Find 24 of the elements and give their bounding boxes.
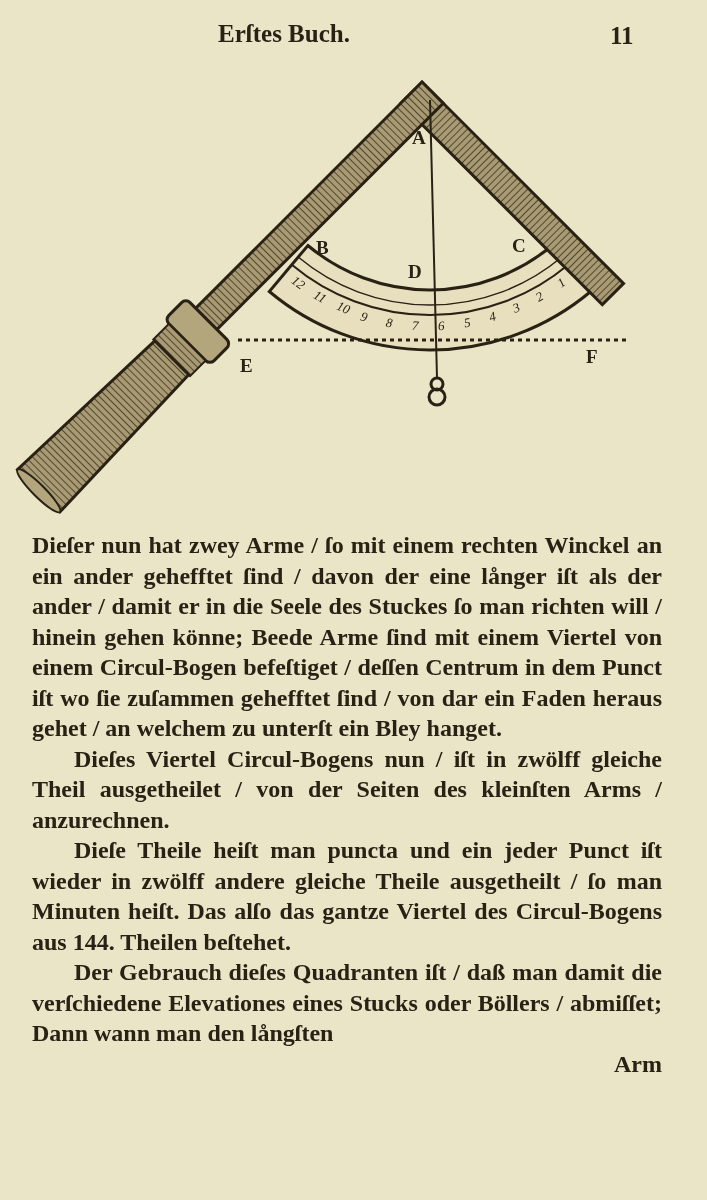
scale-number: 5 [462, 315, 472, 330]
body-paragraph: Dieſer nun hat zwey Arme / ſo mit einem rechten Winckel an ein ander gehefftet ſind / davon der eine långer iſt als der ander / damit er in die Seele des Stuckes ſo man richten will / hinein gehen könne; Beede Arme ſind mit einem Viertel von einem Circul-Bogen befeſtiget / deſſen Centrum in dem Punct iſt wo ſie zuſammen gehefftet ſind / von dar ein Faden heraus gehet / an welchem zu unterſt ein Bley hanget. [32, 531, 662, 743]
body-paragraph: Der Gebrauch dieſes Quadranten iſt / daß man damit die verſchiedene Elevationes eines Stucks oder Böllers / abmiſſet; Dann wann man den långſten [32, 958, 662, 1048]
scale-number: 3 [510, 300, 522, 315]
scale-number: 9 [359, 309, 370, 324]
figure-letter: D [408, 262, 422, 281]
page-number: 11 [610, 22, 634, 50]
figure-letter: F [586, 347, 598, 366]
figure-letter: A [412, 128, 426, 147]
scale-number: 8 [385, 315, 394, 330]
scale-number: 12 [289, 273, 308, 292]
scale-number: 4 [486, 309, 497, 324]
scale-number: 6 [437, 318, 445, 332]
catchword: Arm [613, 1049, 662, 1079]
body-paragraph: Dieſes Viertel Circul-Bogens nun / iſt in zwölff gleiche Theil ausgetheilet / von der Seiten des kleinſten Arms / anzurechnen. [32, 744, 662, 835]
scale-number: 7 [411, 318, 419, 332]
scale-number: 11 [311, 287, 329, 305]
scale-number: 1 [554, 275, 568, 290]
scale-number: 10 [335, 299, 353, 317]
figure-letter: C [512, 236, 526, 255]
scale-number: 2 [533, 289, 546, 304]
body-paragraph: Dieſe Theile heiſt man puncta und ein jeder Punct iſt wieder in zwölff andere gleiche Theile ausgetheilt / ſo man Minuten heiſt. Das alſo das gantze Viertel des Circul-Bogens aus 144. Theilen beſtehet. [32, 836, 662, 957]
figure-letter: E [240, 356, 253, 375]
page-title: Erſtes Buch. [218, 20, 350, 48]
